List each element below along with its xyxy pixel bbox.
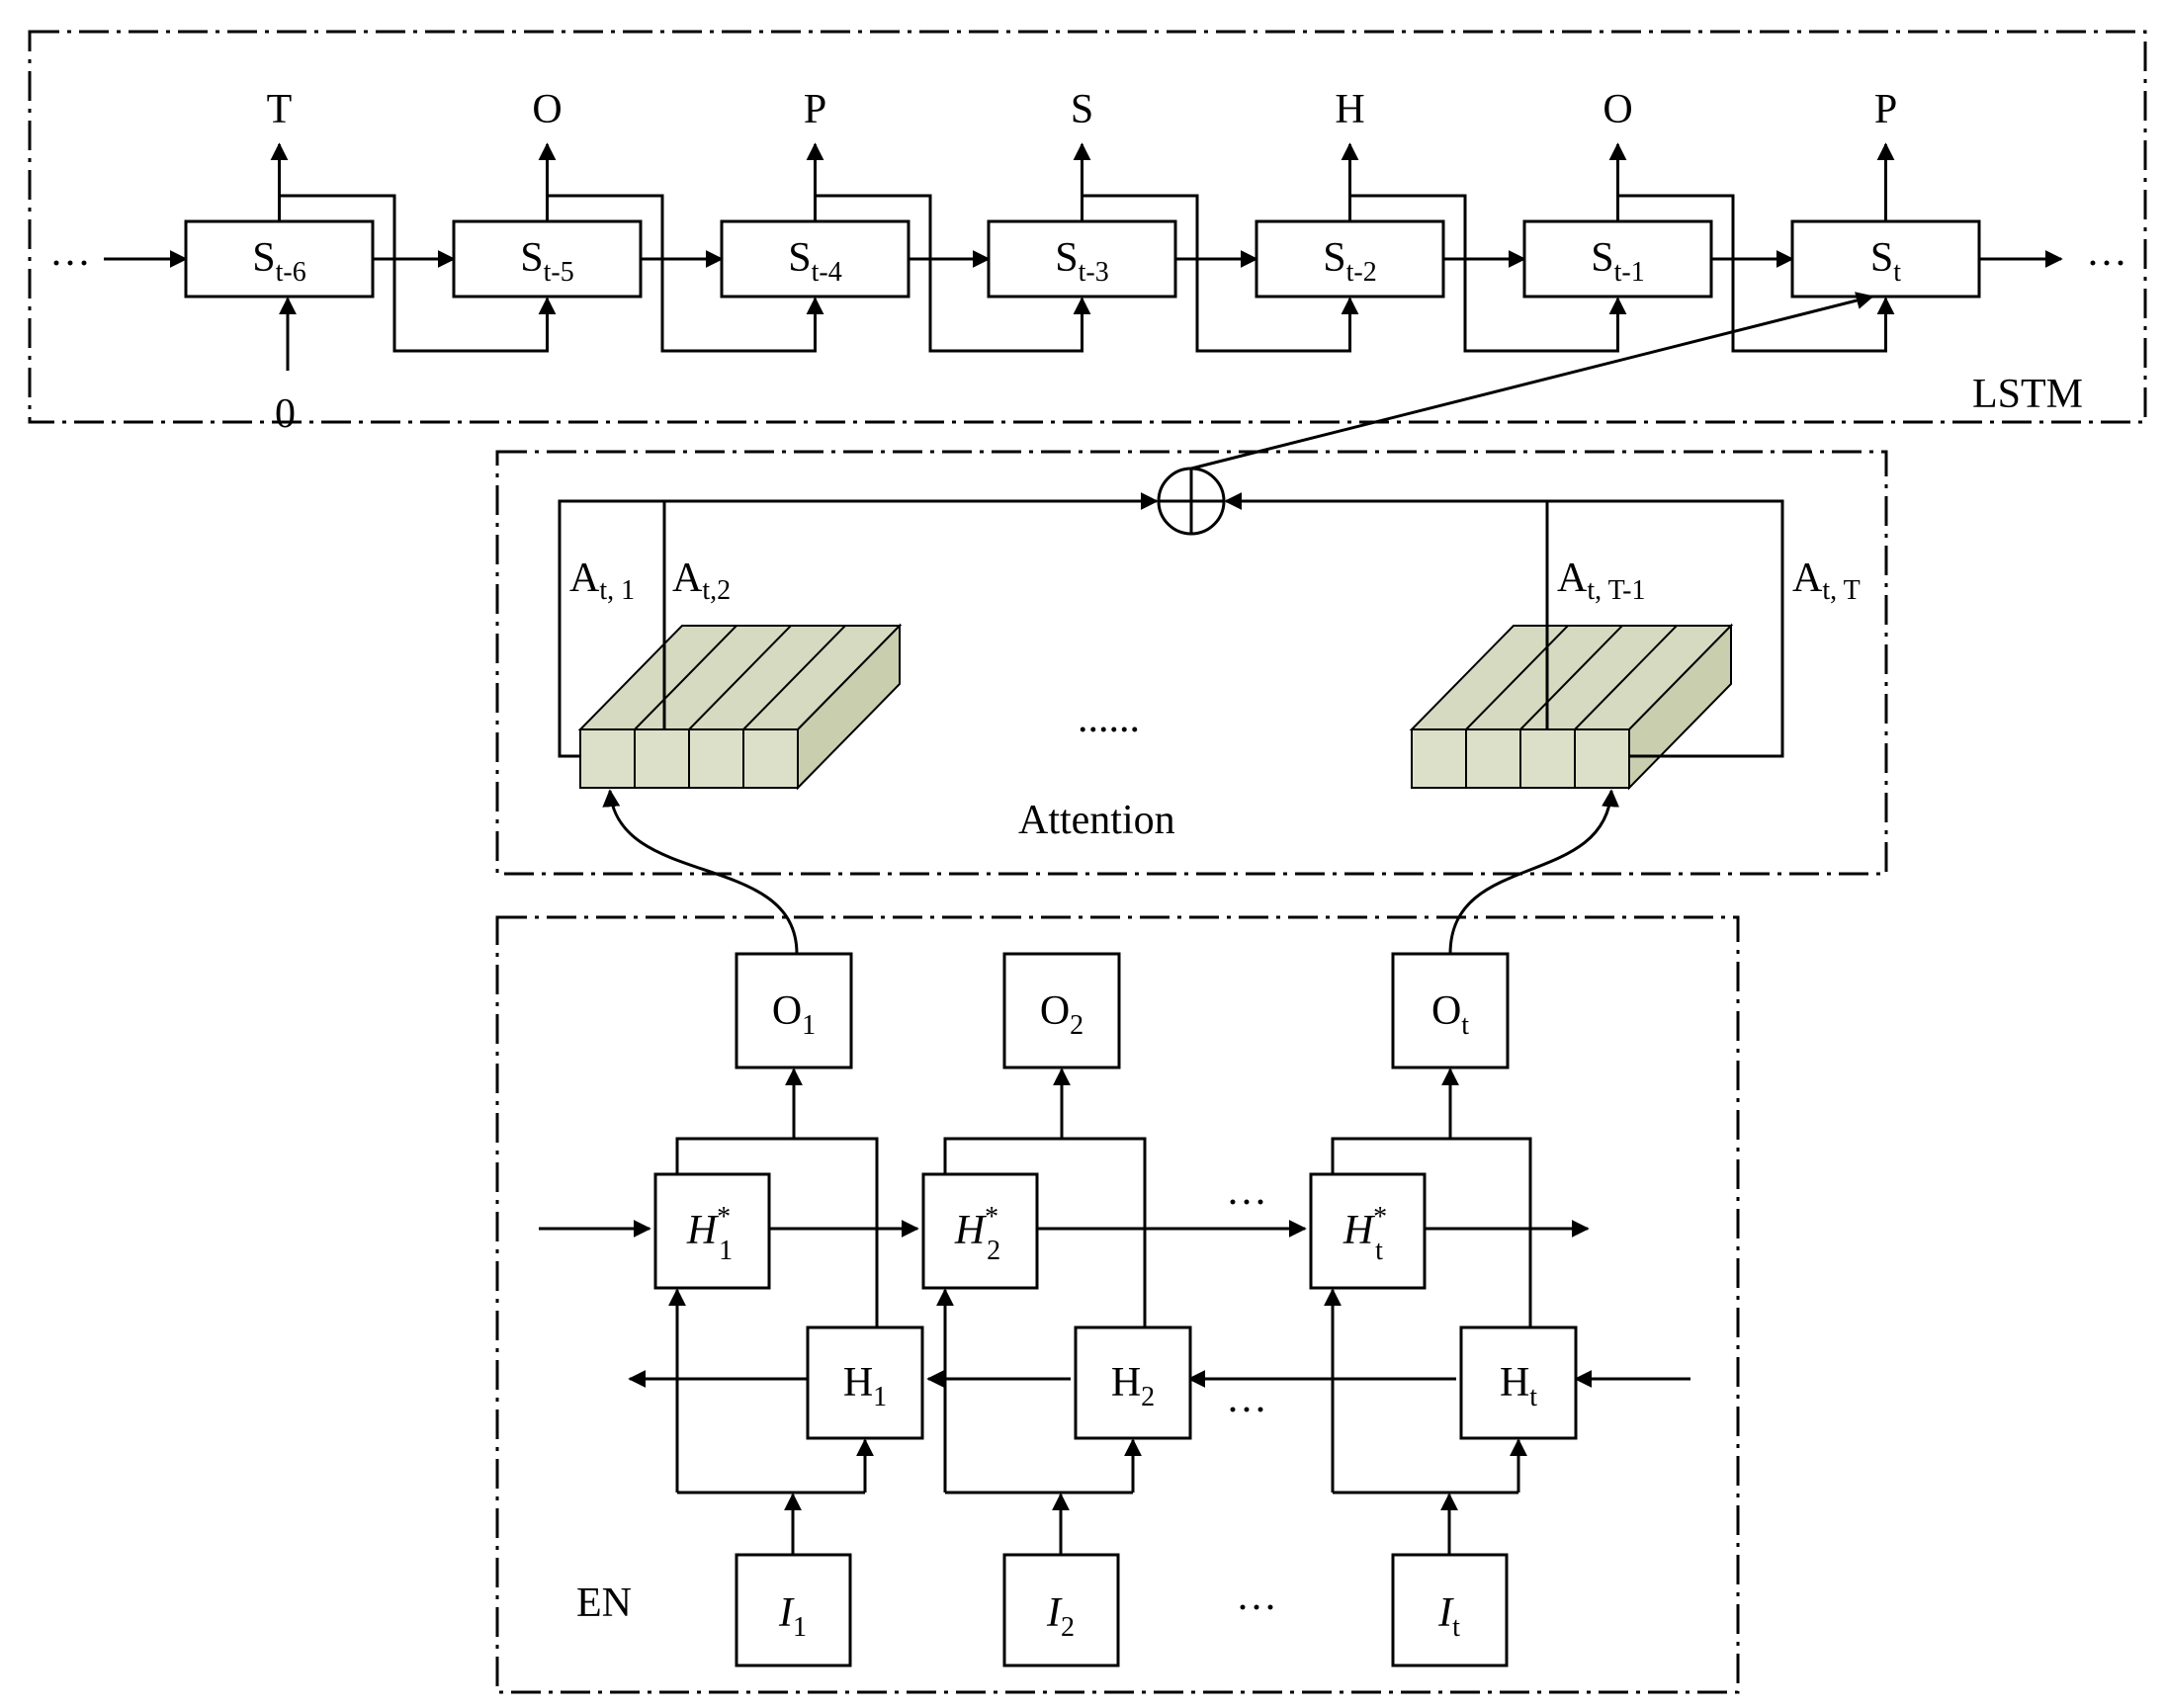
forward-state-label: H*2 [954, 1202, 1000, 1266]
attention-tensor-left [577, 623, 903, 791]
lstm-cell-label: St-6 [252, 235, 305, 288]
lstm-cells: St-6 T St-5 O St-4 P St-3 S St-2 H St-1 O St P [184, 87, 1981, 353]
lstm-feedback-loop [279, 194, 557, 353]
lstm-output-char: T [267, 87, 293, 132]
lstm-output-char: H [1335, 87, 1364, 132]
forward-state-box [653, 1172, 771, 1290]
lstm-cell: St-3 S [987, 87, 1359, 353]
lstm-feedback-loop [1617, 194, 1895, 353]
encoder-output-label: O2 [1040, 988, 1083, 1041]
lstm-cell: St-5 O [452, 87, 824, 353]
lstm-cell-label: St-5 [520, 235, 573, 288]
lstm-cell-box [1790, 219, 1981, 299]
encoder-input-label: I1 [778, 1590, 807, 1643]
encoder-output-box [735, 952, 853, 1069]
backward-state-label: H1 [843, 1360, 887, 1412]
lstm-output-char: P [804, 87, 826, 132]
lstm-cell: St-4 P [720, 87, 1091, 353]
lstm-cell-box [987, 219, 1177, 299]
encoder-output-label: Ot [1431, 988, 1469, 1041]
attention-label: Attention [1018, 798, 1175, 843]
encoder-output-box [1391, 952, 1510, 1069]
attention-line-aT [1224, 492, 1784, 758]
forward-state-label: H*t [1343, 1202, 1387, 1266]
ot-to-attention-curve [1448, 789, 1619, 955]
attention-line-a1 [558, 492, 1159, 758]
lstm-cell: St P [1790, 87, 1981, 299]
lstm-cell-label: St-1 [1591, 235, 1644, 288]
forward-state-box [921, 1172, 1039, 1290]
lstm-feedback-loop [1349, 194, 1627, 353]
lstm-cell-label: St [1870, 235, 1901, 288]
encoder-input-box [1391, 1553, 1509, 1667]
input-ellipsis: ··· [1236, 1585, 1277, 1631]
encoder-input-box [735, 1553, 852, 1667]
backward-state-box [1074, 1325, 1192, 1440]
attention-ellipsis: ...... [1078, 696, 1140, 741]
lstm-section: LSTM ··· ··· 0 St-6 T St-5 O St-4 P St-3 S St-2 H… [28, 30, 2147, 437]
encoder-input-label: I2 [1046, 1590, 1075, 1643]
lstm-ellipsis-right: ··· [2086, 241, 2127, 287]
lstm-cell-box [452, 219, 643, 299]
encoder-section: EN ··· ··· ··· O1H*1H1I1O2H*2H2I2OtH*tHt… [495, 789, 1740, 1694]
encoder-input-box [1002, 1553, 1120, 1667]
lstm-cell-label: St-4 [788, 235, 841, 288]
lstm-feedback-loop [547, 194, 824, 353]
lstm-feedback-loop [815, 194, 1091, 353]
lstm-cell: St-6 T [184, 87, 557, 353]
lstm-cell-box [184, 219, 375, 299]
attention-section: Attention ...... [495, 292, 1888, 876]
lstm-cell-box [720, 219, 910, 299]
forward-ellipsis: ··· [1226, 1180, 1267, 1226]
weight-label-a1: At, 1 [569, 555, 635, 606]
lstm-output-char: P [1874, 87, 1897, 132]
backward-state-label: Ht [1500, 1360, 1537, 1412]
backward-state-label: H2 [1111, 1360, 1155, 1412]
o1-to-attention-curve [602, 789, 799, 955]
encoder-frame [495, 915, 1740, 1694]
merge-line [943, 1137, 1147, 1327]
encoder-output-box [1002, 952, 1121, 1069]
lstm-label: LSTM [1972, 372, 2083, 417]
weight-label-aT1: At, T-1 [1557, 555, 1645, 606]
lstm-cell: St-1 O [1522, 87, 1895, 353]
attention-frame [495, 450, 1888, 876]
backward-state-box [1459, 1325, 1578, 1440]
lstm-output-char: O [532, 87, 562, 132]
lstm-cell-box [1255, 219, 1445, 299]
backward-state-box [806, 1325, 924, 1440]
lstm-initial-input: 0 [275, 391, 296, 437]
backward-ellipsis: ··· [1226, 1388, 1267, 1433]
lstm-ellipsis-left: ··· [49, 241, 91, 287]
forward-state-label: H*1 [686, 1202, 733, 1266]
lstm-cell-label: St-3 [1055, 235, 1108, 288]
lstm-cell: St-2 H [1255, 87, 1627, 353]
lstm-cell-box [1522, 219, 1713, 299]
lstm-output-char: S [1071, 87, 1093, 132]
attention-tensor-right [1409, 623, 1734, 791]
lstm-cell-label: St-2 [1323, 235, 1376, 288]
lstm-frame [28, 30, 2147, 424]
encoder-input-label: It [1437, 1590, 1460, 1643]
merge-line [675, 1137, 879, 1327]
weight-label-a2: At,2 [672, 555, 731, 606]
lstm-output-char: O [1603, 87, 1632, 132]
weight-label-aT: At, T [1792, 555, 1861, 606]
encoder-output-label: O1 [772, 988, 816, 1041]
encoder-label: EN [576, 1580, 632, 1626]
merge-line [1331, 1137, 1532, 1327]
context-to-lstm-arrow [1190, 292, 1874, 470]
forward-state-box [1309, 1172, 1427, 1290]
lstm-feedback-loop [1082, 194, 1359, 353]
